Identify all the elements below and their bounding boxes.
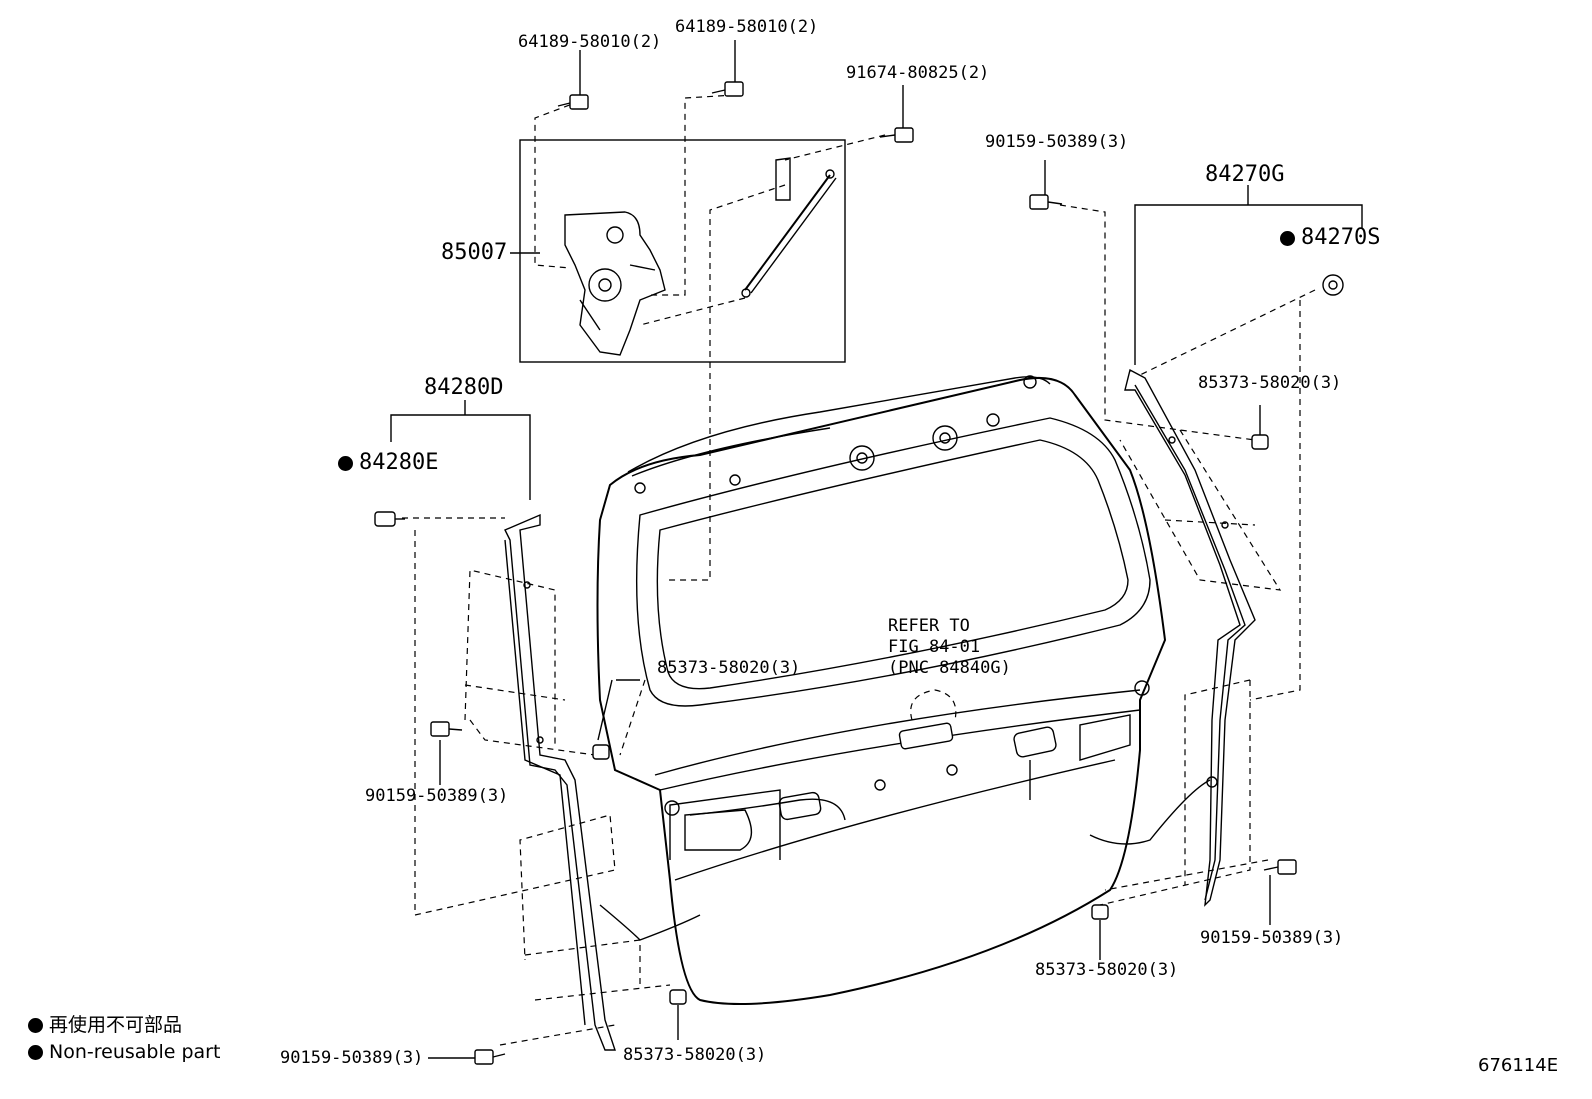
clip-85373-bottom-right [1091, 904, 1109, 920]
screw-90159-right-low [1263, 859, 1297, 875]
callout-seal-right-clip: 84270S [1280, 225, 1380, 251]
refer-note-line1: REFER TO [888, 616, 970, 636]
callout-screw-top-right: 90159-50389(3) [985, 132, 1129, 152]
clip-85373-bottom-mid [669, 989, 687, 1005]
callout-clip-bottom-right: 85373-58020(3) [1035, 960, 1179, 980]
right-weatherstrip [1124, 368, 1256, 907]
callout-bolt-top-mid: 64189-58010(2) [675, 17, 819, 37]
seal-left-clip-text: 84280E [359, 450, 439, 475]
bolt-91674 [879, 127, 914, 143]
left-weatherstrip [504, 513, 616, 1051]
bolt-64189-b [711, 81, 744, 97]
seal-right-clip-text: 84270S [1301, 225, 1381, 250]
callout-clip-right-upper: 85373-58020(3) [1198, 373, 1342, 393]
clip-85373-right-upper [1251, 434, 1269, 450]
legend-en-text: Non-reusable part [49, 1041, 221, 1063]
clip-84280e [374, 511, 405, 527]
callout-screw-right-low: 90159-50389(3) [1200, 928, 1344, 948]
back-door-panel [596, 375, 1211, 1005]
legend-en: Non-reusable part [28, 1040, 220, 1064]
screw-90159-left-mid [430, 721, 463, 737]
callout-screw-left-mid: 90159-50389(3) [365, 786, 509, 806]
non-reusable-marker-icon [1280, 230, 1295, 246]
refer-note-line2: FIG 84-01 [888, 637, 981, 657]
legend-jp-text: 再使用不可部品 [49, 1014, 183, 1036]
callout-bolt-top-left: 64189-58010(2) [518, 32, 662, 52]
callout-closer-assy: 85007 [441, 240, 508, 265]
callout-seal-right-assy: 84270G [1205, 162, 1285, 187]
clip-84270s [1322, 274, 1344, 296]
diagram-id: 676114E [1478, 1055, 1559, 1076]
leader-lines [402, 94, 1316, 1046]
closer-assembly-box [519, 139, 846, 363]
callout-seal-left-clip: 84280E [338, 450, 438, 476]
callout-screw-bottom-left: 90159-50389(3) [280, 1048, 424, 1068]
screw-90159-bottom-left [474, 1049, 506, 1065]
callout-leaders [390, 40, 1363, 1059]
non-reusable-marker-icon [338, 455, 353, 471]
callout-clip-bottom-mid: 85373-58020(3) [623, 1045, 767, 1065]
clip-85373-left-mid [592, 744, 610, 760]
callout-bolt-top-right: 91674-80825(2) [846, 63, 990, 83]
callout-seal-left-assy: 84280D [424, 375, 504, 400]
legend-jp: 再使用不可部品 [28, 1013, 182, 1037]
non-reusable-marker-icon [28, 1018, 43, 1033]
bolt-64189-a [557, 94, 589, 110]
refer-note-line3: (PNC 84840G) [888, 658, 1011, 678]
callout-clip-left-mid: 85373-58020(3) [657, 658, 801, 678]
non-reusable-marker-icon [28, 1045, 43, 1060]
screw-90159-top [1029, 194, 1063, 210]
fasteners [374, 81, 1344, 1065]
